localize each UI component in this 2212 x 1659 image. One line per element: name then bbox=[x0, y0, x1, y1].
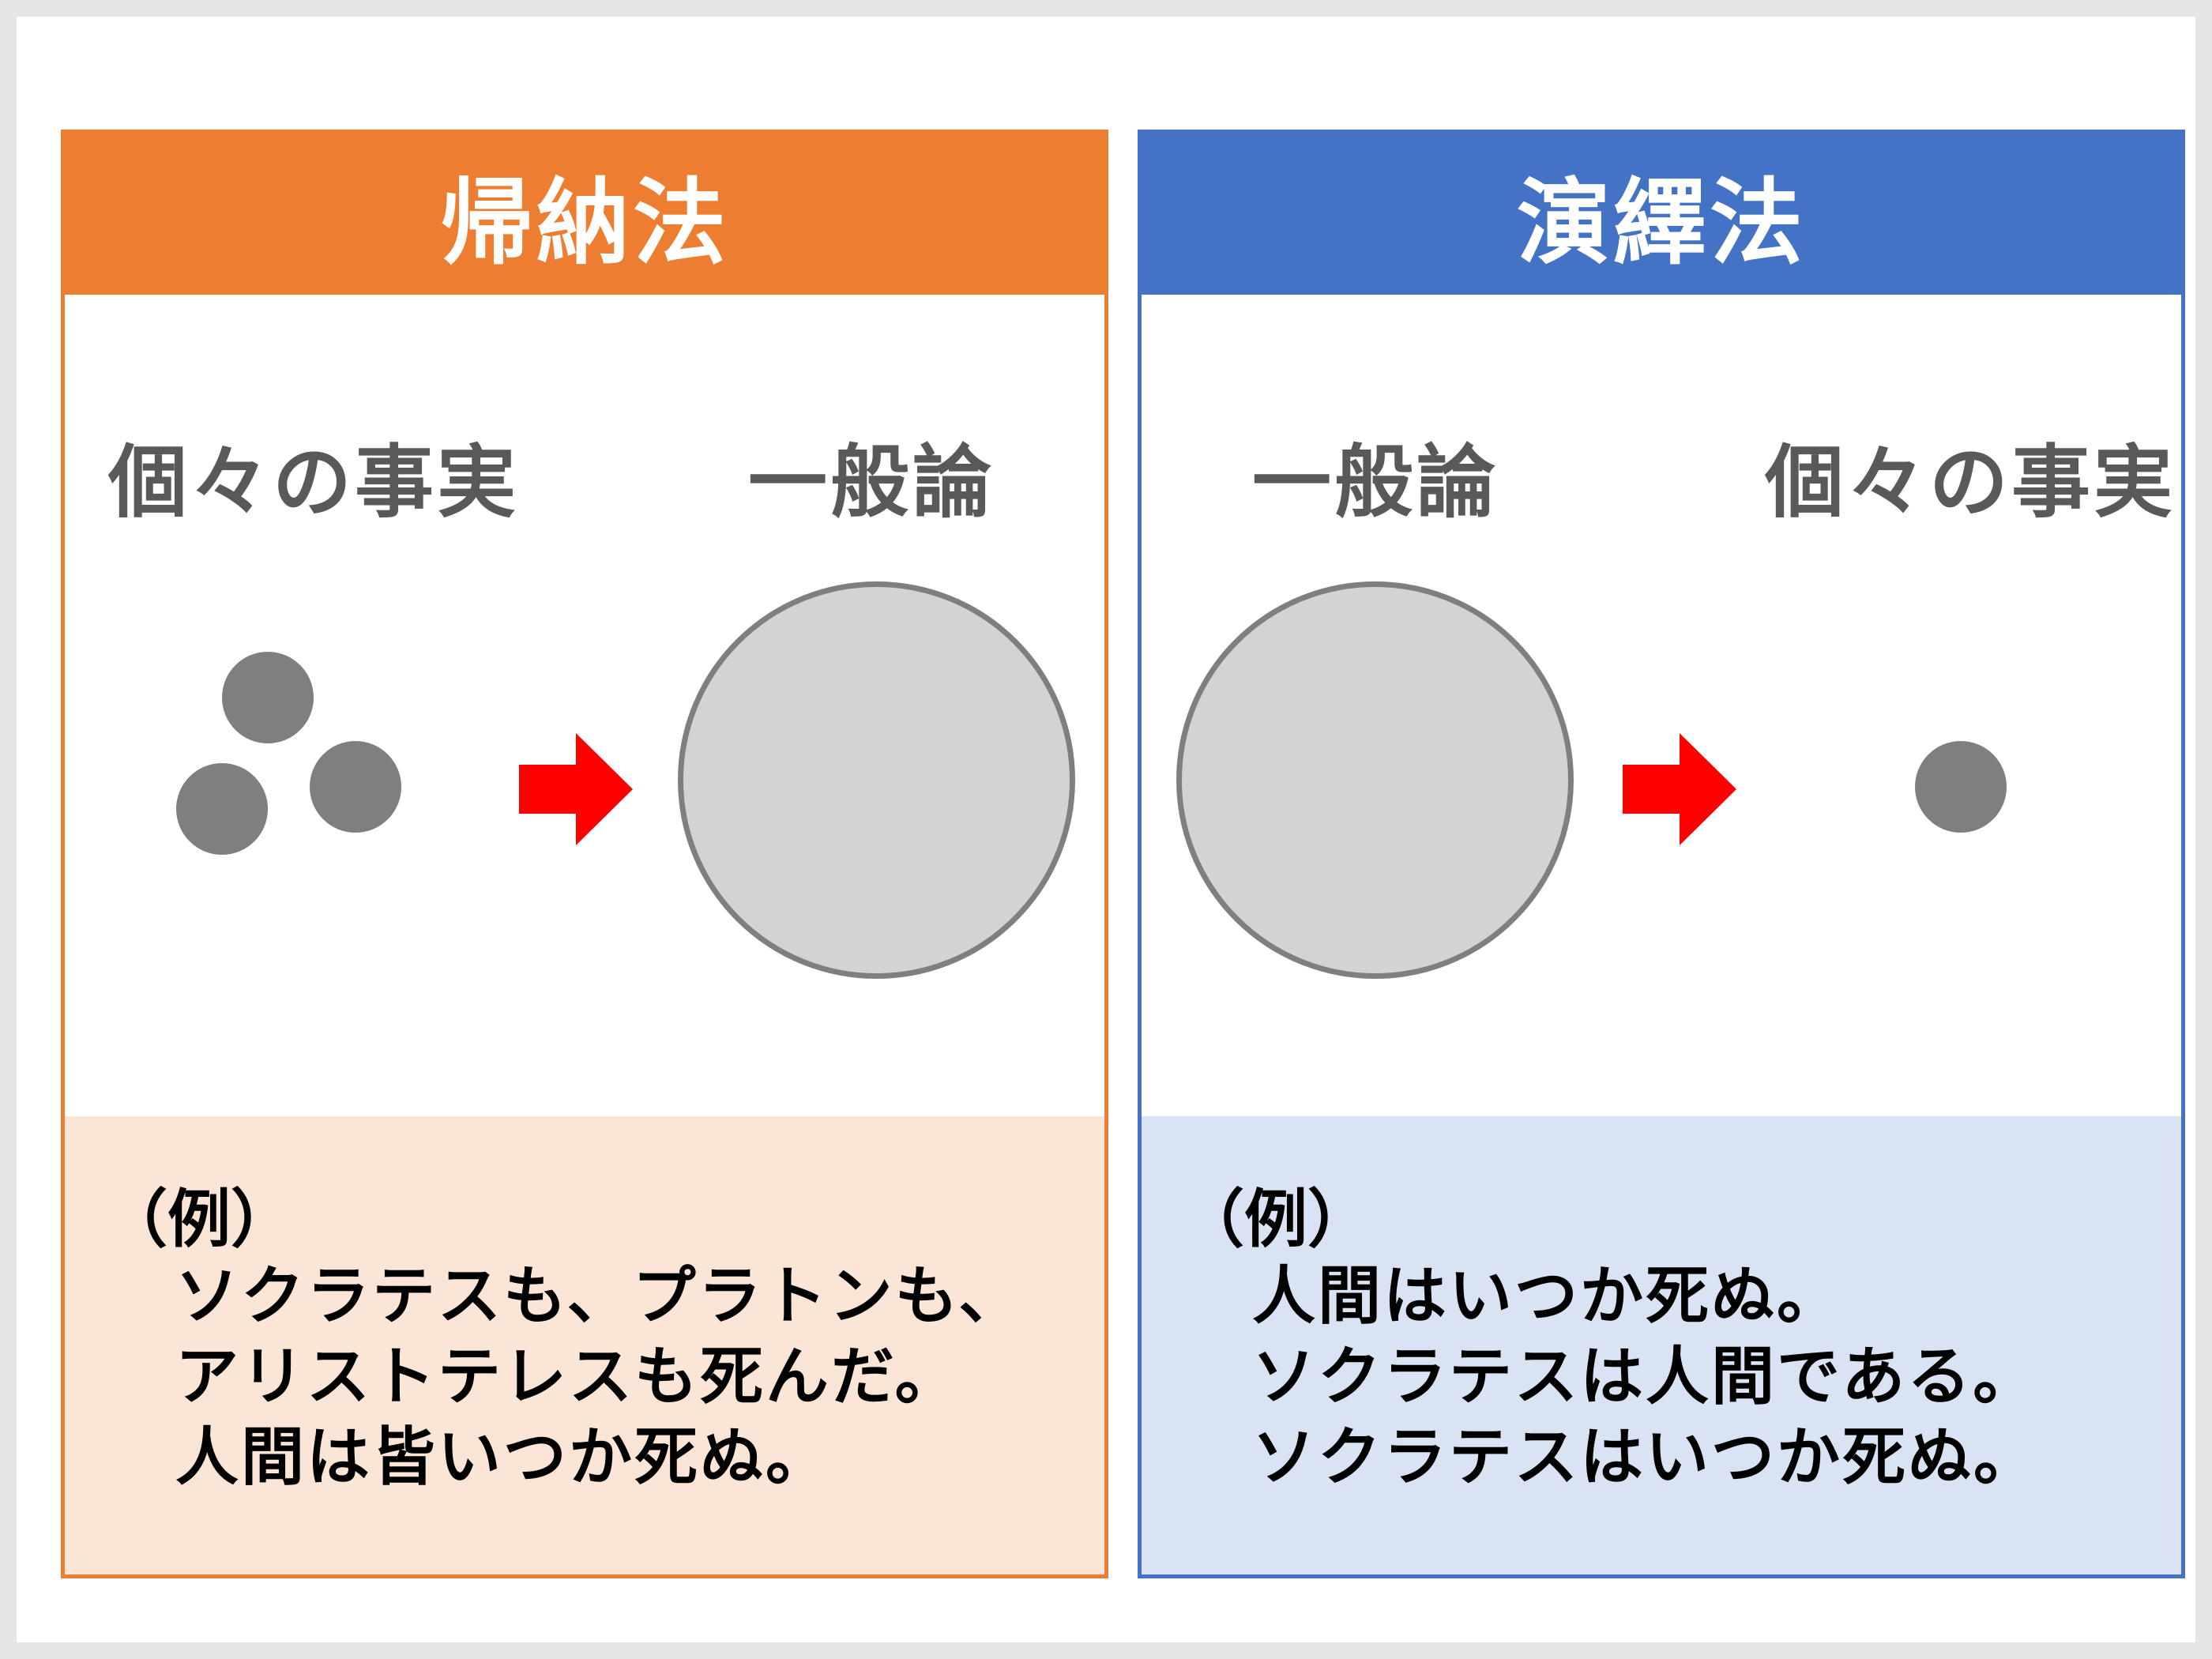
deduction-example-line-1: 人間はいつか死ぬ。 bbox=[1252, 1259, 1842, 1333]
deduction-title: 演繹法 bbox=[1142, 134, 2181, 295]
fact-dot-right bbox=[310, 741, 401, 833]
deduction-example-title: （例） bbox=[1181, 1183, 1371, 1256]
deduction-arrow-icon bbox=[1623, 733, 1736, 845]
induction-panel: 帰納法 個々の事実 一般論 （例） ソクラテスも、プラトンも、 アリストテレスも… bbox=[61, 130, 1108, 1578]
slide: 帰納法 個々の事実 一般論 （例） ソクラテスも、プラトンも、 アリストテレスも… bbox=[17, 17, 2195, 1642]
deduction-panel: 演繹法 一般論 個々の事実 （例） 人間はいつか死ぬ。 ソクラテスは人間である。… bbox=[1138, 130, 2185, 1578]
fact-dot-top bbox=[222, 652, 314, 743]
induction-example-line-2: アリストテレスも死んだ。 bbox=[175, 1340, 961, 1413]
induction-example-title: （例） bbox=[104, 1183, 294, 1256]
fact-dot-bottom-left bbox=[176, 763, 268, 855]
deduction-example-box: （例） 人間はいつか死ぬ。 ソクラテスは人間である。 ソクラテスはいつか死ぬ。 bbox=[1142, 1116, 2181, 1574]
deduction-label-general: 一般論 bbox=[1252, 436, 1499, 529]
deduction-example-line-2: ソクラテスは人間である。 bbox=[1252, 1340, 2039, 1413]
general-circle bbox=[678, 581, 1075, 979]
induction-example-line-3: 人間は皆いつか死ぬ。 bbox=[175, 1420, 831, 1494]
general-circle bbox=[1176, 581, 1574, 979]
deduction-example-line-3: ソクラテスはいつか死ぬ。 bbox=[1252, 1420, 2039, 1494]
induction-label-general: 一般論 bbox=[748, 436, 995, 529]
fact-dot bbox=[1915, 741, 2007, 833]
induction-arrow-icon bbox=[519, 733, 633, 845]
induction-example-box: （例） ソクラテスも、プラトンも、 アリストテレスも死んだ。 人間は皆いつか死ぬ… bbox=[65, 1116, 1104, 1574]
deduction-label-facts: 個々の事実 bbox=[1765, 436, 2176, 529]
induction-label-facts: 個々の事実 bbox=[108, 436, 519, 529]
induction-title: 帰納法 bbox=[65, 134, 1104, 295]
induction-example-line-1: ソクラテスも、プラトンも、 bbox=[175, 1259, 1025, 1333]
